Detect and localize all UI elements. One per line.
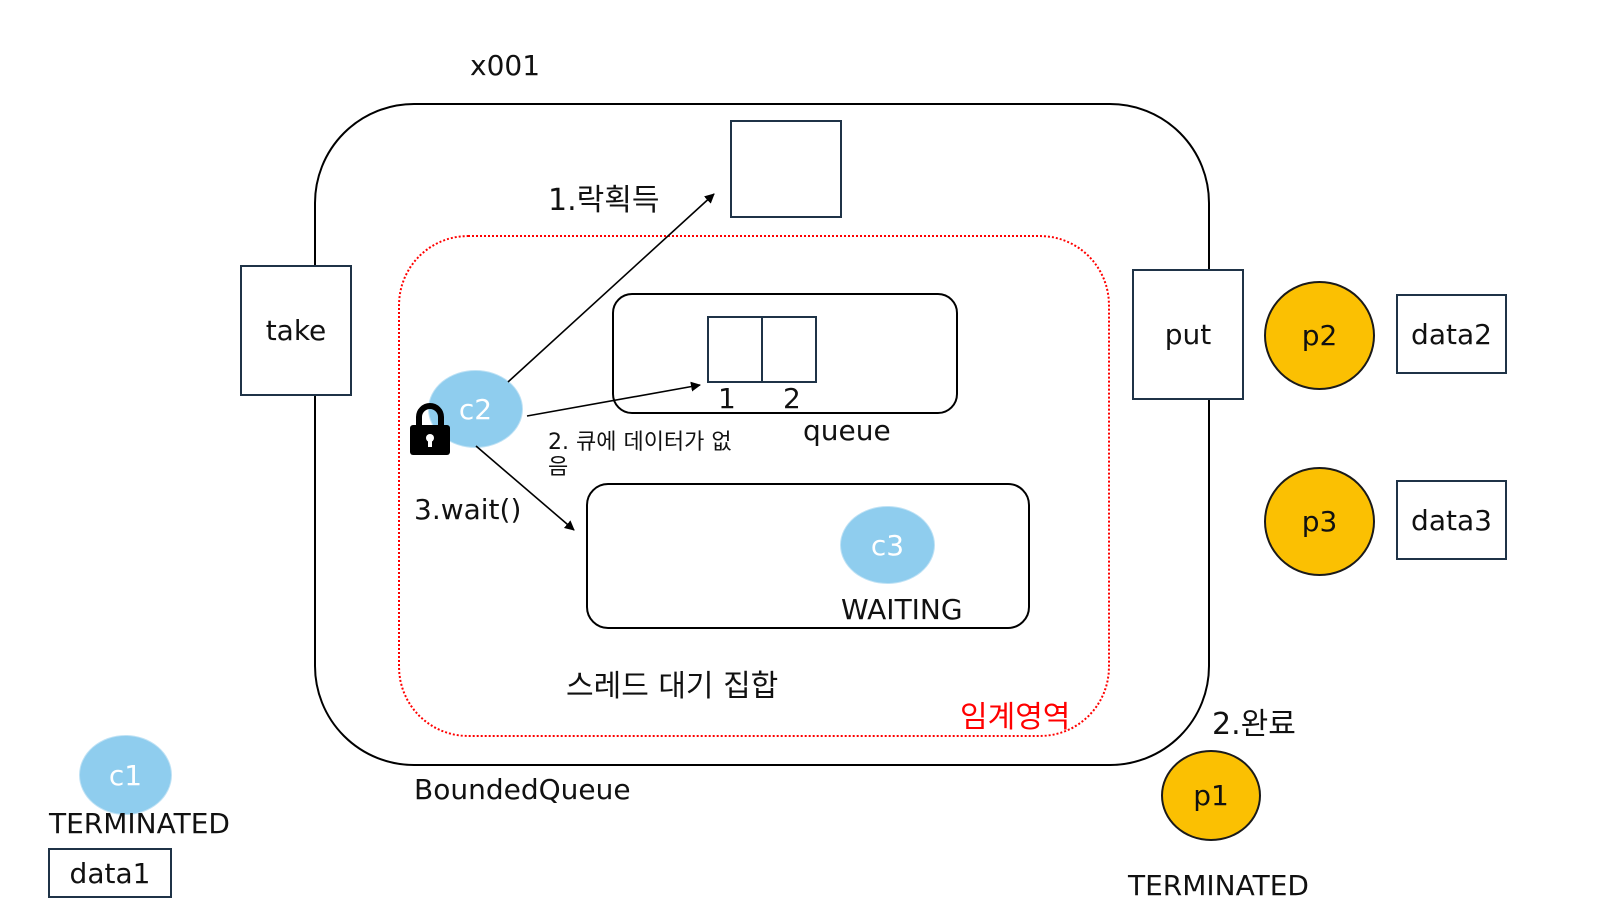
thread-c3-state: WAITING	[841, 593, 963, 626]
data2-label: data2	[1411, 317, 1492, 351]
thread-p1: p1	[1161, 750, 1261, 841]
bounded-queue-label: BoundedQueue	[414, 773, 631, 806]
bounded-queue-container	[314, 103, 1210, 766]
thread-c2: c2	[428, 370, 523, 448]
step-queue-empty-label-2: 음	[548, 455, 569, 480]
arrow-acquire-lock	[507, 193, 715, 383]
data2-box: data2	[1396, 294, 1507, 374]
thread-c2-label: c2	[458, 392, 493, 426]
data3-box: data3	[1396, 480, 1507, 560]
step-acquire-lock-label: 1.락획득	[548, 183, 660, 218]
put-method-label: put	[1164, 318, 1212, 351]
thread-p3-label: p3	[1301, 505, 1338, 538]
arrow-check-queue	[526, 381, 701, 417]
queue-slot-index-1: 1	[718, 382, 736, 415]
data3-label: data3	[1411, 503, 1492, 537]
step-wait-label: 3.wait()	[414, 493, 522, 526]
lock-icon	[410, 403, 450, 455]
take-method-box: take	[240, 265, 352, 396]
arrow-wait	[475, 445, 575, 531]
thread-p2-label: p2	[1301, 319, 1338, 352]
thread-p1-state: TERMINATED	[1128, 869, 1309, 902]
step-queue-empty-label-1: 2. 큐에 데이터가 없	[548, 430, 732, 455]
queue-container	[612, 293, 958, 414]
thread-p1-label: p1	[1193, 779, 1229, 812]
data1-box: data1	[48, 848, 172, 898]
queue-slot-2	[761, 316, 817, 383]
thread-p2: p2	[1264, 281, 1375, 390]
step-done-label: 2.완료	[1212, 707, 1296, 742]
queue-label: queue	[803, 414, 891, 447]
thread-c1-label: c1	[108, 758, 143, 792]
thread-c1-state: TERMINATED	[49, 807, 230, 840]
object-id-label: x001	[470, 49, 541, 82]
take-method-label: take	[265, 314, 327, 347]
thread-p3: p3	[1264, 467, 1375, 576]
critical-section-boundary	[398, 235, 1110, 737]
lock-slot-box	[730, 120, 842, 218]
thread-c3: c3	[840, 506, 935, 584]
thread-c1: c1	[79, 735, 172, 815]
put-method-box: put	[1132, 269, 1244, 400]
thread-c3-label: c3	[870, 528, 905, 562]
data1-label: data1	[69, 856, 151, 890]
critical-section-label: 임계영역	[960, 700, 1071, 735]
queue-slot-index-2: 2	[783, 382, 801, 415]
wait-set-container	[586, 483, 1030, 629]
wait-set-label: 스레드 대기 집합	[566, 669, 779, 704]
